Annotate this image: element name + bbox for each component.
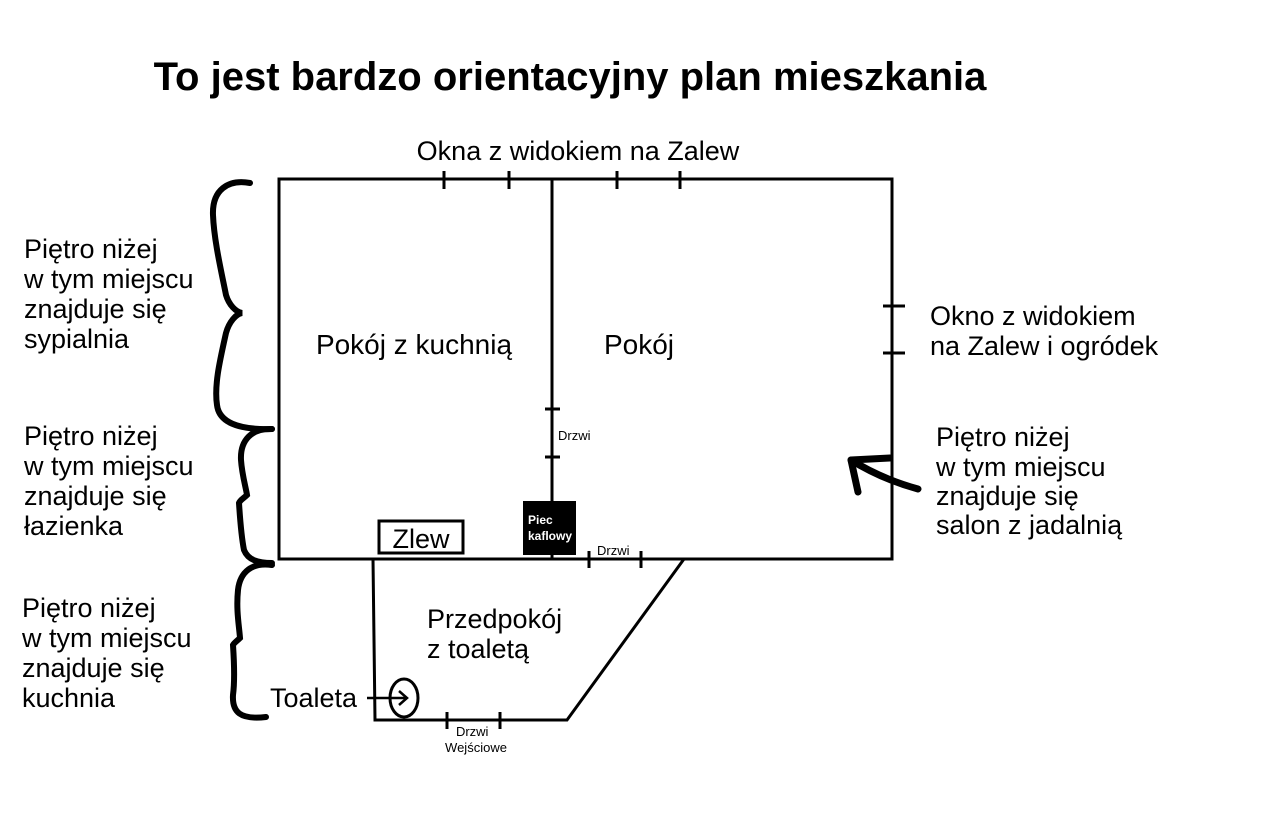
note-living: Piętro niżej w tym miejscu znajduje się … xyxy=(935,422,1123,540)
note-bedroom-line1: Piętro niżej xyxy=(24,234,158,264)
note-bedroom-line4: sypialnia xyxy=(24,324,130,354)
hallway-wall xyxy=(371,558,686,722)
note-bathroom-line2: w tym miejscu xyxy=(23,451,194,481)
entrance-door-label: Drzwi Wejściowe xyxy=(445,724,507,755)
tiled-stove xyxy=(523,501,576,555)
sink-label: Zlew xyxy=(392,524,450,554)
top-windows-label: Okna z widokiem na Zalew xyxy=(417,136,740,166)
sink-box xyxy=(377,519,465,555)
arrow-living-icon xyxy=(847,454,922,496)
entrance-door-label-line2: Wejściowe xyxy=(445,740,507,755)
note-living-line4: salon z jadalnią xyxy=(936,510,1123,540)
note-bathroom-line4: łazienka xyxy=(24,511,124,541)
apartment-outer-wall xyxy=(277,177,894,561)
note-kitchen-line2: w tym miejscu xyxy=(21,623,192,653)
note-bedroom-line3: znajduje się xyxy=(24,294,167,324)
toilet-label: Toaleta xyxy=(270,683,358,713)
brace-kitchen xyxy=(229,561,275,721)
room-label-kitchen-room: Pokój z kuchnią xyxy=(316,329,513,360)
inner-door-ticks xyxy=(545,407,560,459)
note-kitchen: Piętro niżej w tym miejscu znajduje się … xyxy=(21,593,199,713)
note-kitchen-line4: kuchnia xyxy=(22,683,116,713)
brace-bathroom xyxy=(235,425,275,566)
note-bedroom-line2: w tym miejscu xyxy=(23,264,194,294)
right-window-label-line2: na Zalew i ogródek xyxy=(930,331,1159,361)
toilet-arrow-icon xyxy=(367,690,409,706)
note-living-line2: w tym miejscu xyxy=(935,452,1106,482)
note-living-line3: znajduje się xyxy=(936,481,1079,511)
page-title: To jest bardzo orientacyjny plan mieszka… xyxy=(154,55,988,99)
entrance-door-label-line1: Drzwi xyxy=(456,724,489,739)
entrance-door-ticks xyxy=(445,712,502,729)
hallway-label-line1: Przedpokój xyxy=(427,604,562,634)
note-kitchen-line1: Piętro niżej xyxy=(22,593,156,623)
stove-label-line1: Piec xyxy=(528,513,553,527)
note-kitchen-line3: znajduje się xyxy=(22,653,165,683)
stove-label-line2: kaflowy xyxy=(528,529,572,543)
hallway-label: Przedpokój z toaletą xyxy=(427,604,570,664)
bottom-door-label: Drzwi xyxy=(597,543,630,558)
right-window-label: Okno z widokiem na Zalew i ogródek xyxy=(930,301,1159,361)
brace-bedroom xyxy=(209,179,275,433)
top-window-ticks xyxy=(442,171,682,189)
right-window-ticks xyxy=(883,304,905,355)
right-window-label-line1: Okno z widokiem xyxy=(930,301,1136,331)
note-bathroom-line3: znajduje się xyxy=(24,481,167,511)
room-label-room: Pokój xyxy=(604,329,674,360)
note-bathroom: Piętro niżej w tym miejscu znajduje się … xyxy=(23,421,201,541)
note-bathroom-line1: Piętro niżej xyxy=(24,421,158,451)
note-living-line1: Piętro niżej xyxy=(936,422,1070,452)
note-bedroom: Piętro niżej w tym miejscu znajduje się … xyxy=(23,234,201,354)
stove-label: Piec kaflowy xyxy=(528,513,572,543)
bottom-door-ticks xyxy=(587,551,643,568)
inner-door-label: Drzwi xyxy=(558,428,591,443)
hallway-label-line2: z toaletą xyxy=(427,634,530,664)
